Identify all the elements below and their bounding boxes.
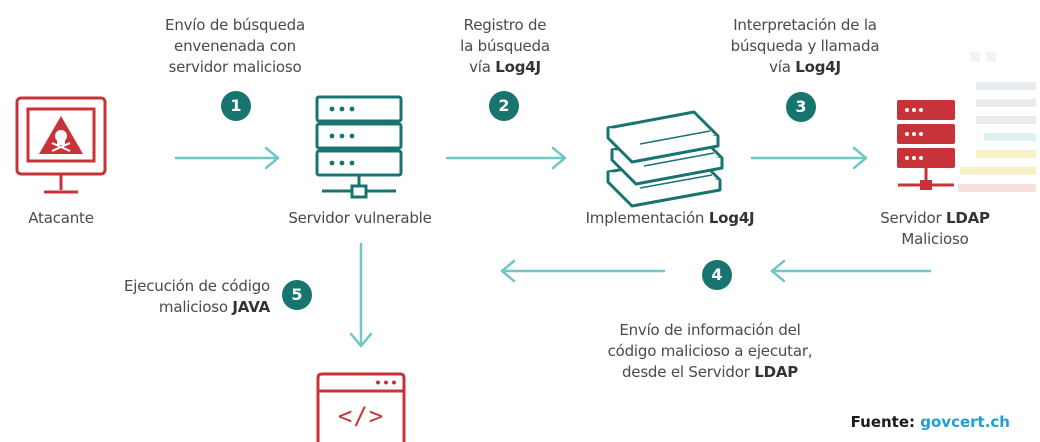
- step-5-text: Ejecución de código malicioso JAVA: [123, 277, 270, 316]
- ldap-label: Servidor LDAP Malicioso: [880, 209, 990, 248]
- step-badge-3: 3: [786, 92, 816, 122]
- code-glyph: </>: [337, 402, 385, 430]
- source-link[interactable]: govcert.ch: [920, 413, 1010, 431]
- warning-skull-icon: [39, 116, 83, 154]
- arrow-step-1: [174, 146, 280, 170]
- source-credit: Fuente: govcert.ch: [850, 413, 1010, 431]
- step-2-text: Registro de la búsqueda vía Log4J: [460, 16, 550, 76]
- ldap-server-icon: [897, 52, 1036, 192]
- vulnerable-server-label: Servidor vulnerable: [288, 209, 432, 227]
- step-3-text: Interpretación de la búsqueda y llamada …: [730, 16, 880, 76]
- log4j-books-icon: [606, 110, 724, 208]
- vulnerable-server-icon: [315, 95, 403, 199]
- arrow-step-4-left: [500, 259, 666, 283]
- step-badge-2: 2: [489, 91, 519, 121]
- arrow-step-5: [349, 242, 373, 348]
- arrow-step-2: [445, 146, 567, 170]
- step-badge-5: 5: [282, 280, 312, 310]
- step-4-text: Envío de información del código malicios…: [607, 321, 813, 381]
- code-window-icon: [316, 372, 406, 442]
- arrow-step-3: [750, 146, 868, 170]
- log4j-label: Implementación Log4J: [585, 209, 755, 227]
- step-1-text: Envío de búsqueda envenenada con servido…: [165, 16, 305, 76]
- step-badge-1: 1: [221, 91, 251, 121]
- attacker-label: Atacante: [28, 209, 94, 227]
- arrow-step-4-right: [770, 259, 932, 283]
- step-badge-4: 4: [702, 260, 732, 290]
